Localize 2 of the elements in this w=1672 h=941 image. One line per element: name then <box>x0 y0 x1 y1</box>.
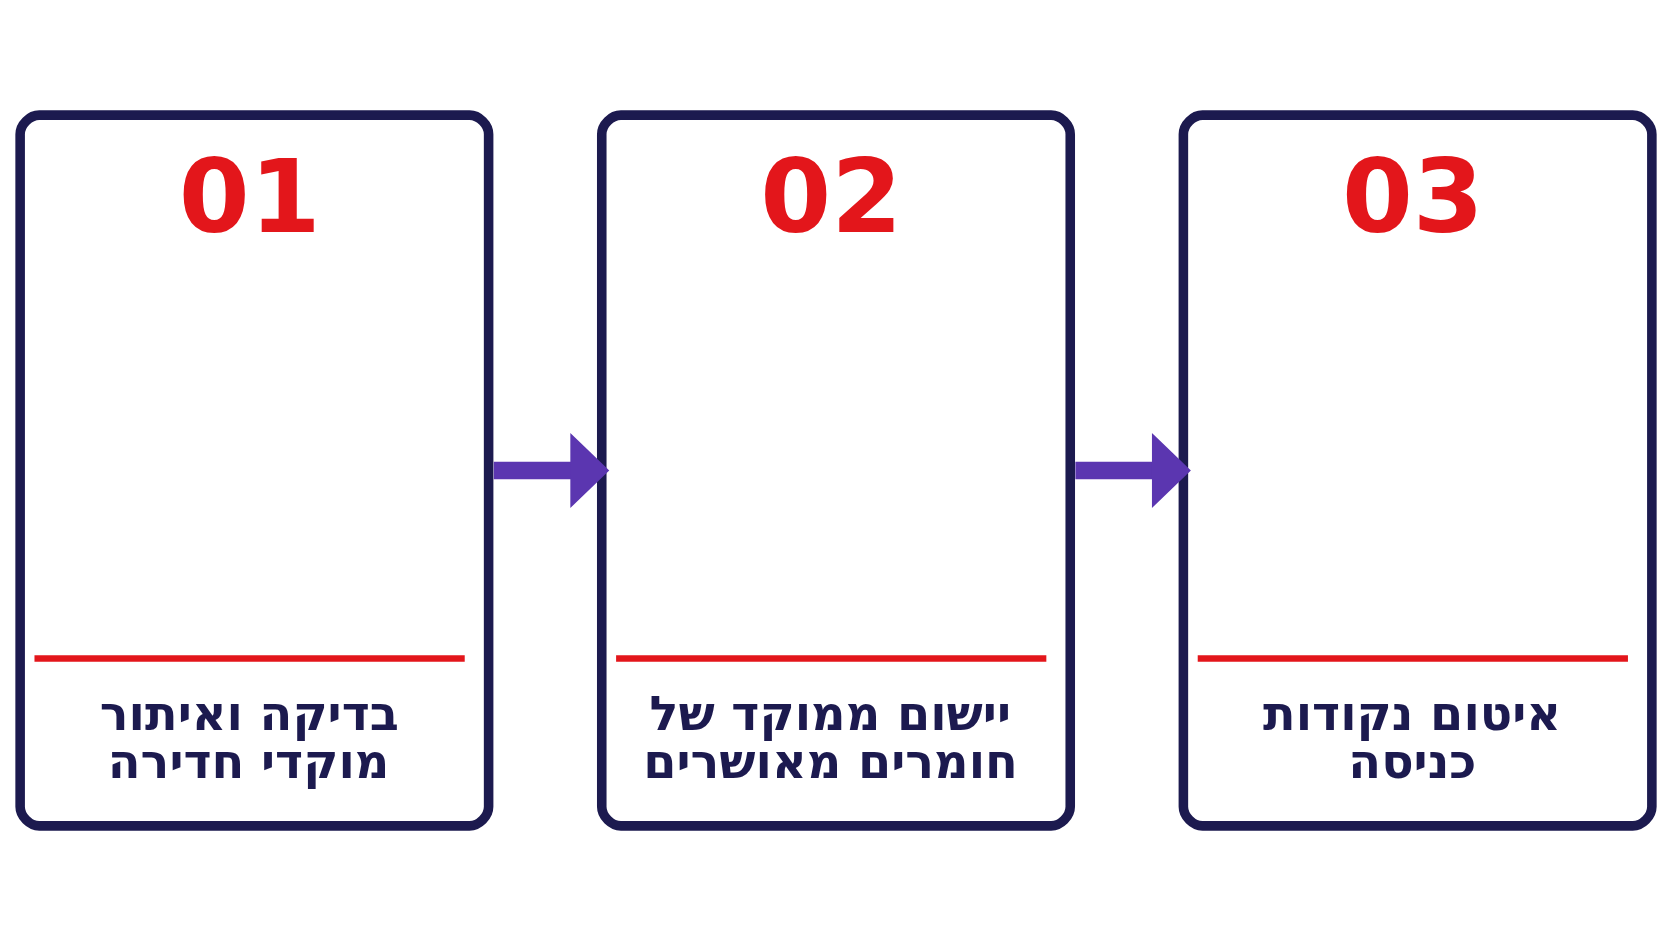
arrow <box>1075 433 1191 508</box>
arrow <box>493 433 610 508</box>
